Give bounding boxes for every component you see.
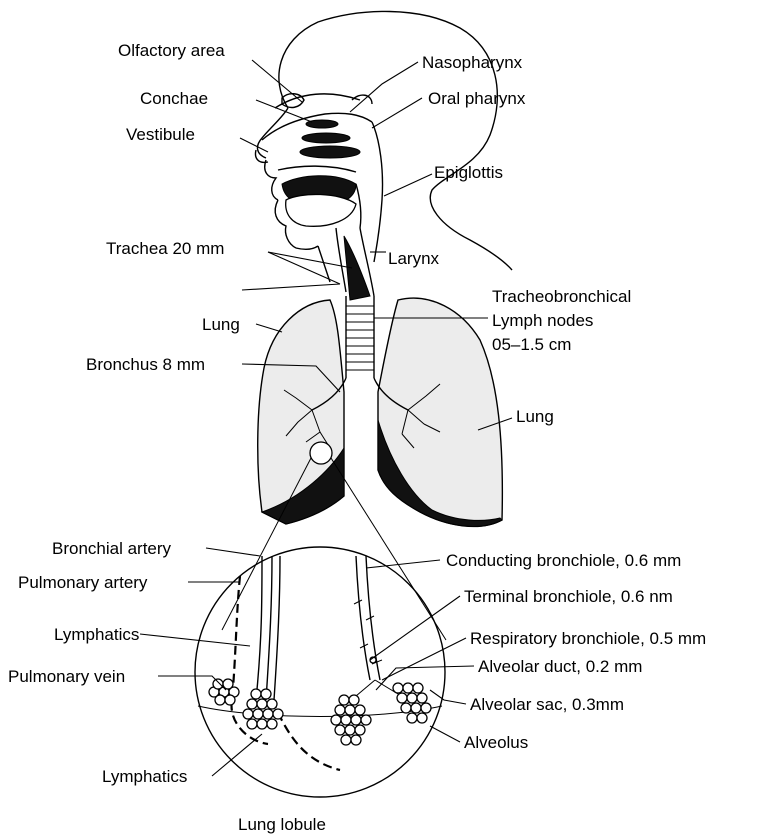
label-tracheobronchical-line3: 05–1.5 cm (492, 335, 571, 354)
alveolar-cluster-right-b (393, 683, 431, 723)
alveolar-cluster-left-a (209, 679, 239, 705)
label-olfactory-area: Olfactory area (118, 41, 225, 60)
label-oral-pharynx: Oral pharynx (428, 89, 526, 108)
concha-middle (302, 133, 350, 143)
tongue (286, 194, 356, 226)
conducting-bronchiole-tube (356, 556, 370, 680)
concha-lower (300, 146, 360, 158)
lung-right-shape (378, 298, 502, 526)
label-epiglottis: Epiglottis (434, 163, 503, 182)
oral-cavity (265, 160, 356, 249)
lung-lobule-marker (310, 442, 332, 464)
label-lung-left: Lung (202, 315, 240, 334)
bronchial-artery-vessel (256, 556, 262, 700)
label-alveolar-duct: Alveolar duct, 0.2 mm (478, 657, 642, 676)
head-outline (257, 11, 512, 270)
label-vestibule: Vestibule (126, 125, 195, 144)
label-bronchial-artery: Bronchial artery (52, 539, 172, 558)
alveolar-cluster-left-b (243, 689, 283, 729)
label-pulmonary-vein: Pulmonary vein (8, 667, 125, 686)
label-pulmonary-artery: Pulmonary artery (18, 573, 148, 592)
label-bronchus: Bronchus 8 mm (86, 355, 205, 374)
nasal-cavity (256, 94, 373, 163)
label-terminal-bronchiole: Terminal bronchiole, 0.6 nm (464, 587, 673, 606)
alveolar-cluster-right-a (331, 695, 371, 745)
larynx-shading (344, 236, 370, 300)
pulmonary-artery-vessel (266, 556, 272, 700)
label-lung-right: Lung (516, 407, 554, 426)
label-nasopharynx: Nasopharynx (422, 53, 523, 72)
larynx-trachea-upper (336, 228, 374, 300)
label-alveolar-sac: Alveolar sac, 0.3mm (470, 695, 624, 714)
label-tracheobronchical-line2: Lymph nodes (492, 311, 593, 330)
label-lymphatics-lower: Lymphatics (102, 767, 187, 786)
label-larynx: Larynx (388, 249, 440, 268)
trachea (346, 296, 374, 378)
label-lung-lobule: Lung lobule (238, 815, 326, 834)
lung-left-shape (258, 300, 344, 524)
lung-lobule-circle (195, 547, 445, 797)
label-respiratory-bronchiole: Respiratory bronchiole, 0.5 mm (470, 629, 706, 648)
label-trachea: Trachea 20 mm (106, 239, 224, 258)
label-lymphatics-upper: Lymphatics (54, 625, 139, 644)
label-conchae: Conchae (140, 89, 208, 108)
label-tracheobronchical-line1: Tracheobronchical (492, 287, 631, 306)
label-conducting-bronchiole: Conducting bronchiole, 0.6 mm (446, 551, 681, 570)
label-alveolus: Alveolus (464, 733, 528, 752)
